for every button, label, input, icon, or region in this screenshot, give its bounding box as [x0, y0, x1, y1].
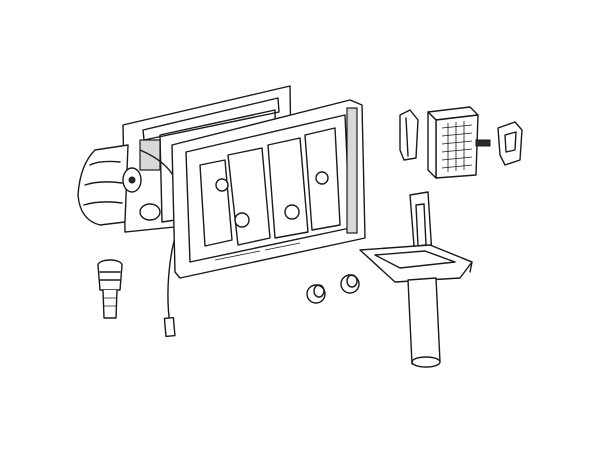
caps: [306, 274, 360, 304]
actuator-frame-front: [171, 99, 366, 279]
filter-cartridge: [427, 106, 491, 179]
clip-left: [399, 109, 419, 161]
pneumatic-actuator: [77, 144, 161, 226]
measuring-tool: [359, 191, 473, 368]
valve-adapter: [97, 259, 123, 319]
clip-right: [497, 121, 523, 166]
